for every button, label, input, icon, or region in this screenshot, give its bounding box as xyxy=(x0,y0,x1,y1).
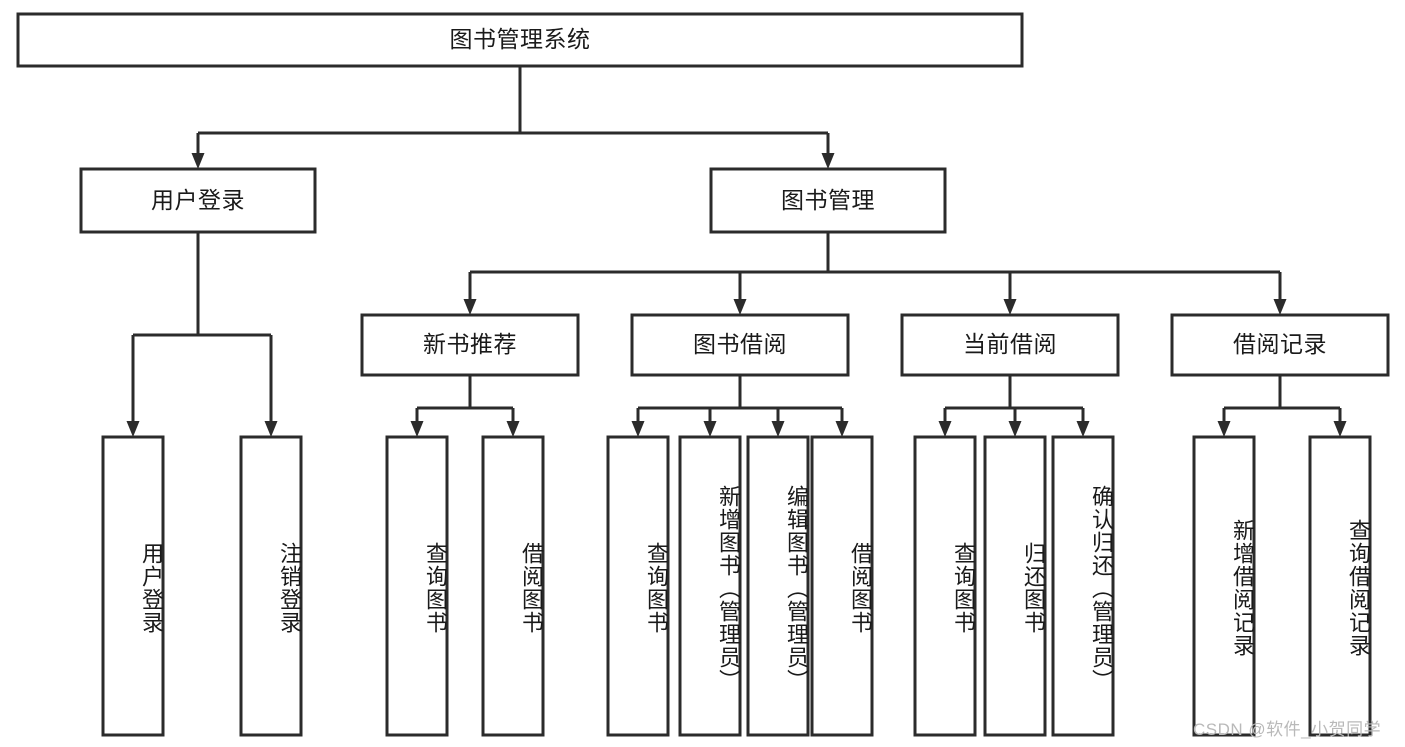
node-box-book-borrow[interactable] xyxy=(630,313,850,377)
arrow-head-icon xyxy=(1003,299,1017,315)
edge-group-user-login-to-leaves xyxy=(131,232,273,421)
edge-group-root-to-level1 xyxy=(196,66,830,153)
arrow-head-icon xyxy=(703,421,717,437)
arrow-head-icon xyxy=(771,421,785,437)
arrow-head-icon xyxy=(126,421,140,437)
arrow-head-icon xyxy=(835,421,849,437)
edge-group-new-book-recommend-to-leaves xyxy=(415,375,515,421)
edge-group-book-manage-to-level2 xyxy=(468,232,1282,299)
arrow-head-icon xyxy=(463,299,477,315)
edge-group-borrow-record-to-leaves xyxy=(1222,375,1342,421)
edges-layer xyxy=(126,66,1347,437)
node-box-leaf-query-book-1[interactable] xyxy=(385,435,449,737)
arrow-head-icon xyxy=(410,421,424,437)
node-box-leaf-query-record[interactable] xyxy=(1308,435,1372,737)
arrow-head-icon xyxy=(733,299,747,315)
arrow-head-icon xyxy=(506,421,520,437)
node-box-leaf-borrow-book-2[interactable] xyxy=(810,435,874,737)
node-box-new-book-recommend[interactable] xyxy=(360,313,580,377)
arrow-head-icon xyxy=(938,421,952,437)
node-box-leaf-user-login[interactable] xyxy=(101,435,165,737)
edge-group-book-borrow-to-leaves xyxy=(636,375,844,421)
arrow-head-icon xyxy=(1008,421,1022,437)
node-box-leaf-return-book[interactable] xyxy=(983,435,1047,737)
arrow-head-icon xyxy=(1333,421,1347,437)
node-box-book-manage[interactable] xyxy=(709,167,947,234)
arrow-head-icon xyxy=(191,153,205,169)
node-box-leaf-add-book[interactable] xyxy=(678,435,742,737)
node-box-leaf-edit-book[interactable] xyxy=(746,435,810,737)
watermark-text: CSDN @软件_小贺同学 xyxy=(1193,720,1382,739)
node-box-leaf-confirm-return[interactable] xyxy=(1051,435,1115,737)
arrow-head-icon xyxy=(1273,299,1287,315)
node-box-current-borrow[interactable] xyxy=(900,313,1120,377)
arrow-head-icon xyxy=(821,153,835,169)
node-box-leaf-add-record[interactable] xyxy=(1192,435,1256,737)
arrow-head-icon xyxy=(1076,421,1090,437)
node-box-leaf-borrow-book-1[interactable] xyxy=(481,435,545,737)
arrow-head-icon xyxy=(264,421,278,437)
node-box-borrow-record[interactable] xyxy=(1170,313,1390,377)
node-box-leaf-logout[interactable] xyxy=(239,435,303,737)
arrow-head-icon xyxy=(1217,421,1231,437)
boxes-layer xyxy=(16,12,1390,737)
edge-group-current-borrow-to-leaves xyxy=(943,375,1085,421)
node-box-leaf-query-book-3[interactable] xyxy=(913,435,977,737)
node-box-user-login[interactable] xyxy=(79,167,317,234)
arrow-head-icon xyxy=(631,421,645,437)
node-box-leaf-query-book-2[interactable] xyxy=(606,435,670,737)
node-box-root[interactable] xyxy=(16,12,1024,68)
